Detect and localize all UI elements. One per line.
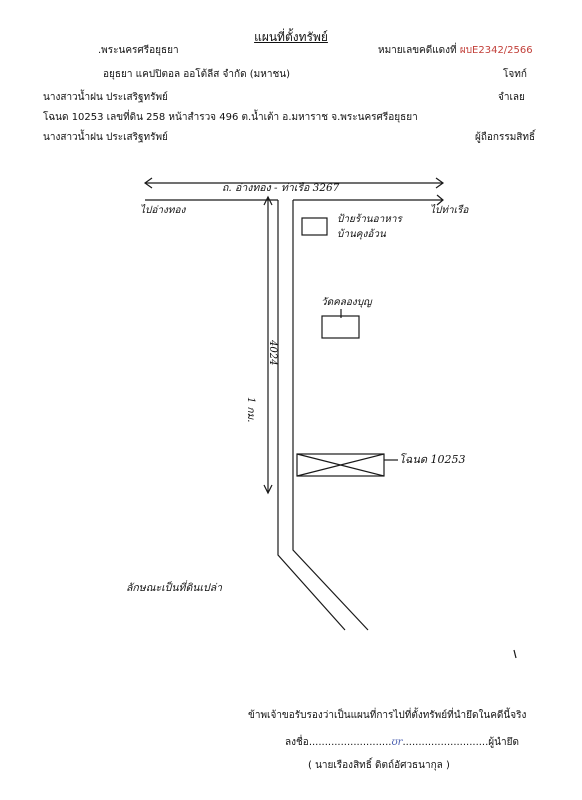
distance-arrow xyxy=(263,195,273,495)
left-direction-label: ไปอ่างทอง xyxy=(140,205,186,216)
document-title: แผนที่ตั้งทรัพย์ xyxy=(254,30,328,44)
right-direction-label: ไปท่าเรือ xyxy=(430,205,469,216)
plaintiff-role: โจทก์ xyxy=(503,69,527,80)
land-description: ลักษณะเป็นที่ดินเปล่า xyxy=(126,582,223,594)
plaintiff-name: อยุธยา แคปปิตอล ออโต้ลีส จำกัด (มหาชน) xyxy=(103,69,290,80)
defendant-name: นางสาวน้ำฝน ประเสริฐทรัพย์ xyxy=(43,92,168,103)
distance-label: 1 กม. xyxy=(245,397,256,423)
case-number-line: หมายเลขคดีแดงที่ ผบE2342/2566 xyxy=(378,45,533,57)
deed-label: โฉนด 10253 xyxy=(399,453,466,466)
owner-role: ผู้ถือกรรมสิทธิ์ xyxy=(475,132,536,143)
shop-label-line1: ป้ายร้านอาหาร xyxy=(337,214,402,225)
deed-parcel xyxy=(296,453,385,477)
side-road xyxy=(277,200,369,631)
temple-marker xyxy=(321,315,360,339)
signer-name: ( นายเรืองสิทธิ์ ดิตถ์อัศวธนากุล ) xyxy=(308,760,450,771)
sign-label: ลงชื่อ xyxy=(285,737,309,748)
case-number: ผบE2342/2566 xyxy=(459,45,533,56)
certification-statement: ข้าพเจ้าขอรับรองว่าเป็นแผนที่การไปที่ตั้… xyxy=(248,710,527,721)
main-road-label: ถ. อ่างทอง - ท่าเรือ 3267 xyxy=(222,182,340,194)
main-road xyxy=(143,177,445,206)
signer-role: ผู้นำยึด xyxy=(488,737,519,748)
shop-marker xyxy=(301,217,328,236)
temple-label: วัดคลองบุญ xyxy=(321,297,372,308)
case-label: หมายเลขคดีแดงที่ xyxy=(378,45,457,56)
signature-mark: ʊr xyxy=(391,737,403,748)
side-road-label: 4024 xyxy=(267,340,278,366)
defendant-role: จำเลย xyxy=(498,92,525,103)
shop-label-line2: บ้านคุงอ้วน xyxy=(337,229,386,240)
deed-details: โฉนด 10253 เลขที่ดิน 258 หน้าสำรวจ 496 ต… xyxy=(43,112,418,123)
court-name: .พระนครศรีอยุธยา xyxy=(98,45,179,56)
owner-name: นางสาวน้ำฝน ประเสริฐทรัพย์ xyxy=(43,132,168,143)
signature-line: ลงชื่อ..........................ʊr......… xyxy=(285,737,519,748)
